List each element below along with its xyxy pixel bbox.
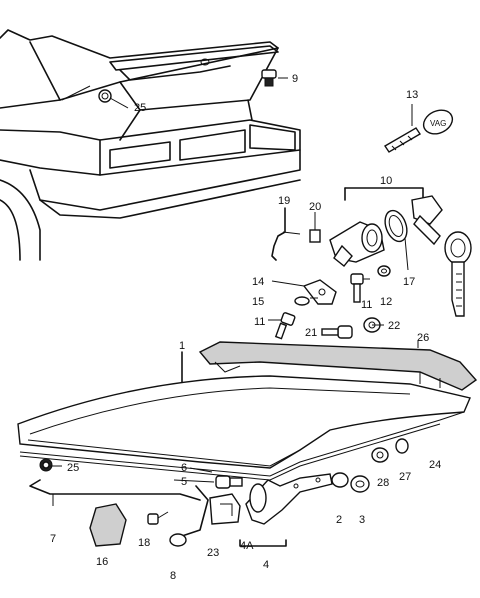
part-12-washer: [377, 265, 391, 277]
callout-18: 18: [138, 537, 150, 549]
part-21-bolt: [321, 325, 353, 339]
part-8-grommet: [169, 485, 209, 547]
part-26-spoiler: [198, 341, 478, 391]
callout-3: 3: [359, 514, 365, 526]
callout-6: 6: [181, 462, 187, 474]
callout-labels: 1 2 3 4 4A 5 6 7 8 9 10 11 11 12 13 14 1…: [50, 73, 441, 582]
car-rear-illustration: [0, 29, 301, 261]
part-3-nut: [350, 475, 370, 493]
callout-14: 14: [252, 276, 264, 288]
callout-1: 1: [179, 340, 185, 352]
callout-16: 16: [96, 556, 108, 568]
part-5-bolt: [215, 475, 243, 489]
callout-7: 7: [50, 533, 56, 545]
part-27-cap: [395, 438, 409, 454]
part-15-washer: [294, 296, 310, 306]
part-6-pin: [189, 467, 213, 473]
callout-4: 4: [263, 559, 269, 571]
callout-17: 17: [403, 276, 415, 288]
part-23-latch: [209, 493, 241, 525]
callout-10: 10: [380, 175, 392, 187]
part-20-clip: [309, 212, 321, 243]
callout-25-car: 25: [134, 102, 146, 114]
callout-13: 13: [406, 89, 418, 101]
callout-11-lower: 11: [254, 316, 265, 328]
callout-9: 9: [292, 73, 298, 85]
part-28-nut: [371, 447, 389, 463]
callout-5: 5: [181, 476, 187, 488]
part-13-key: VAG: [384, 104, 454, 153]
callout-12: 12: [380, 296, 392, 308]
callout-22: 22: [388, 320, 400, 332]
part-1-trunk-lid: [17, 351, 471, 469]
callout-2: 2: [336, 514, 342, 526]
callout-21: 21: [305, 327, 317, 339]
part-9-bump-stop: [261, 69, 288, 87]
part-4-hinge: [239, 473, 333, 547]
part-10-lock-cylinder: [329, 187, 424, 267]
part-18-clip: [147, 511, 169, 525]
callout-28: 28: [377, 477, 389, 489]
part-16-cover: [89, 503, 127, 547]
part-10-keys: [411, 195, 472, 317]
part-7-rod: [29, 479, 201, 506]
callout-8: 8: [170, 570, 176, 582]
part-14-bracket: [271, 279, 337, 305]
part-19-rod: [271, 207, 301, 261]
callout-26: 26: [417, 332, 429, 344]
callout-4a: 4A: [240, 540, 254, 552]
callout-11-upper: 11: [361, 299, 372, 311]
callout-15: 15: [252, 296, 264, 308]
part-25-grommet: [39, 458, 53, 472]
key-head-text: VAG: [430, 119, 446, 128]
callout-24: 24: [429, 459, 441, 471]
callout-19: 19: [278, 195, 290, 207]
callout-20: 20: [309, 201, 321, 213]
leader-lines: [50, 77, 419, 483]
callout-23: 23: [207, 547, 219, 559]
callout-25-lid: 25: [67, 462, 79, 474]
part-17-ring: [384, 209, 409, 271]
callout-27: 27: [399, 471, 411, 483]
part-11-bolt: [274, 273, 370, 340]
part-24-seal: [19, 411, 465, 481]
part-2-washer: [331, 472, 349, 488]
